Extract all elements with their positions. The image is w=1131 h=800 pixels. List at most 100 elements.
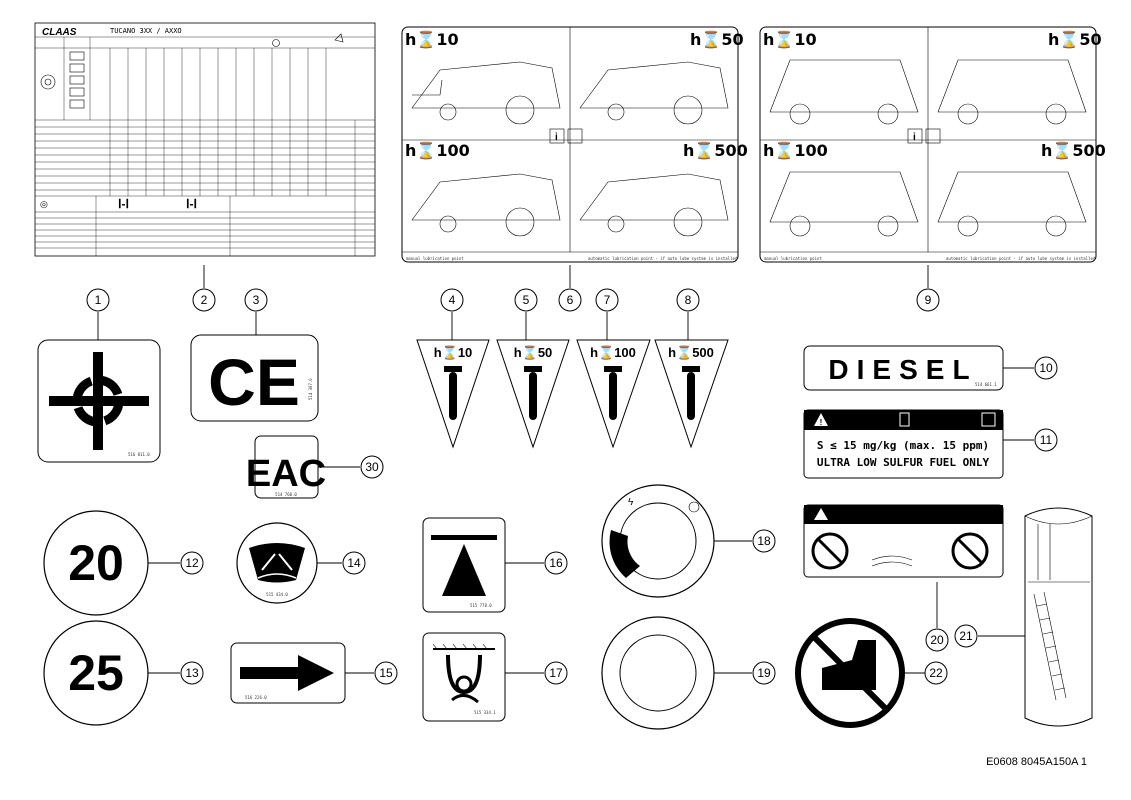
svg-text:16: 16 [549,556,563,570]
svg-text:30: 30 [365,460,379,474]
callout-19: 19 [752,661,776,685]
decal-tie-down: 515 334.1 [422,632,506,722]
decal-ulsd: ! S ≤ 15 mg/kg (max. 15 ppm) ULTRA LOW S… [803,409,1004,479]
pennant-h50: h⌛50 [496,339,570,449]
chart-grid [35,36,375,256]
panel-a-auto-label: automatic lubrication point - if auto lu… [588,256,738,261]
svg-text:10: 10 [1039,361,1053,375]
panel-b-manual-label: manual lubrication point [764,256,822,261]
callout-13: 13 [180,661,204,685]
svg-text:11: 11 [1040,433,1053,447]
decal-arrow: 516 226.0 [230,642,346,704]
panel-b-auto-label: automatic lubrication point - if auto lu… [946,256,1096,261]
callout-2: 2 [192,288,216,312]
code-ce: 514 307.0 [308,378,313,400]
panel-b-h100: h⌛100 [763,141,828,160]
callout-20: 20 [925,628,949,652]
svg-text:4: 4 [449,293,456,307]
panel-a-h500: h⌛500 [683,141,748,160]
svg-text:i: i [555,132,558,143]
chart-columns [109,48,327,196]
windshield-washer-icon [249,543,305,583]
callout-7: 7 [595,288,619,312]
panel-a-h10: h⌛10 [405,30,459,49]
ce-mark: CE [208,345,300,419]
document-reference: E0608 8045A150A 1 [986,756,1087,768]
svg-text:3: 3 [253,293,260,307]
decal-jack-point: 515 778.0 [422,517,506,613]
panel-b-h10: h⌛10 [763,30,817,49]
decal-ce: CE 514 307.0 [190,334,319,422]
callout-21: 21 [954,624,978,648]
svg-text:18: 18 [757,534,771,548]
decal-eac: EAC 514 760.0 [246,435,326,499]
callout-12: 12 [180,551,204,575]
manual-book-icon [981,412,996,427]
decal-ring-marked: ϟ [601,484,715,598]
info-icon [549,128,565,144]
svg-text:19: 19 [757,666,771,680]
ring-symbol-icon [688,501,700,513]
no-fuel-pump-icon [811,532,849,570]
speed-20-label: 20 [68,535,124,591]
diesel-label: DIESEL [828,354,977,385]
svg-text:5: 5 [523,293,530,307]
lubrication-chart: CLAAS TUCANO 3XX / AXXO [34,22,376,257]
callout-16: 16 [544,551,568,575]
svg-text:7: 7 [604,293,611,307]
svg-text:9: 9 [925,293,932,307]
arrow-right-icon [240,655,334,691]
svg-text:Ⅰ-Ⅰ: Ⅰ-Ⅰ [118,197,129,211]
jack-support-icon [442,544,486,596]
code-arrow: 516 226.0 [245,695,267,700]
callout-8: 8 [676,288,700,312]
svg-text:8: 8 [685,293,692,307]
pennant-h10: h⌛10 [416,339,490,449]
panel-a-h50: h⌛50 [690,30,744,49]
panel-a-manual-label: manual lubrication point [406,256,464,261]
svg-text:17: 17 [549,666,563,680]
callout-4: 4 [440,288,464,312]
decal-washer: 515 434.0 [236,522,318,604]
svg-text:20: 20 [930,633,944,647]
callout-22: 22 [924,661,948,685]
pennant-h500-label: h⌛500 [668,345,714,360]
speed-25-label: 25 [68,645,124,701]
lightning-icon: ϟ [628,497,634,508]
water-icon [871,555,913,567]
manual-icon-b [925,128,941,144]
panel-a-h100: h⌛100 [405,141,470,160]
callout-3: 3 [244,288,268,312]
combine-side-b3 [769,171,919,237]
chart-brand: CLAAS [42,27,77,38]
pennant-h100-label: h⌛100 [590,345,636,360]
svg-text:21: 21 [959,629,973,643]
info-icon-b [907,128,923,144]
pennant-h500: h⌛500 [654,339,729,449]
svg-text:1: 1 [95,293,102,307]
ring-hatched-segment [609,530,640,578]
ladder-icon [1033,593,1057,701]
callout-14: 14 [342,551,366,575]
callout-11: 11 [1034,428,1058,452]
code-wiper: 515 434.0 [266,592,288,597]
callout-1: 1 [86,288,110,312]
fuel-warning: ULTRA LOW SULFUR FUEL ONLY [817,456,990,469]
svg-text:14: 14 [347,556,361,570]
combine-sketch-a1 [411,61,561,125]
svg-text:22: 22 [929,666,943,680]
svg-text:13: 13 [185,666,199,680]
code-jack: 515 778.0 [470,603,492,608]
combine-sketch-a4 [579,173,729,237]
callout-6: 6 [558,288,582,312]
decal-ring-plain [601,616,715,730]
combine-side-b4 [937,171,1087,237]
pennant-h100: h⌛100 [576,339,651,449]
svg-text:15: 15 [379,666,393,680]
chart-rows [35,126,375,249]
panel-b-h50: h⌛50 [1048,30,1102,49]
svg-text:2: 2 [201,293,208,307]
manual-icon [567,128,583,144]
pennant-h50-label: h⌛50 [514,345,553,360]
